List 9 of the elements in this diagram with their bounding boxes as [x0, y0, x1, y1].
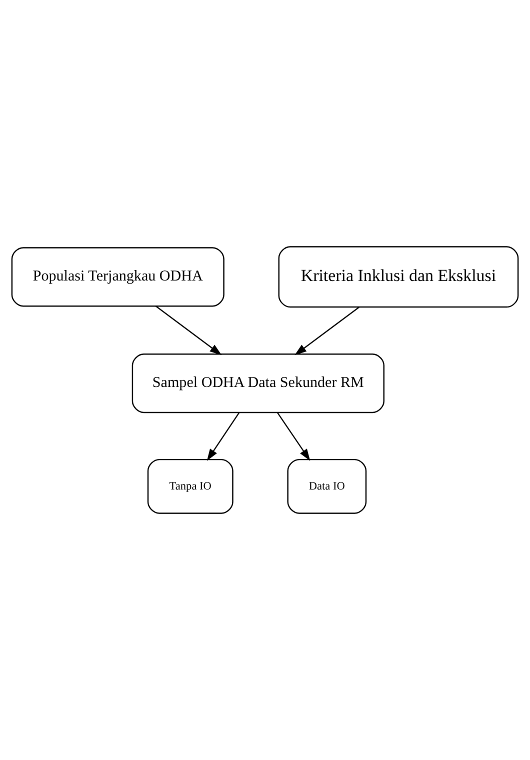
arrow: [206, 412, 240, 461]
arrow: [155, 306, 222, 356]
node-box: Data IO: [287, 458, 367, 514]
node-box: Sampel ODHA Data Sekunder RM: [132, 354, 384, 414]
node-box: Populasi Terjangkau ODHA: [11, 247, 224, 307]
arrow: [294, 306, 360, 356]
node-box: Kriteria Inklusi dan Eksklusi: [278, 246, 519, 308]
node-box: Tanpa IO: [147, 458, 234, 514]
arrow: [277, 412, 310, 461]
